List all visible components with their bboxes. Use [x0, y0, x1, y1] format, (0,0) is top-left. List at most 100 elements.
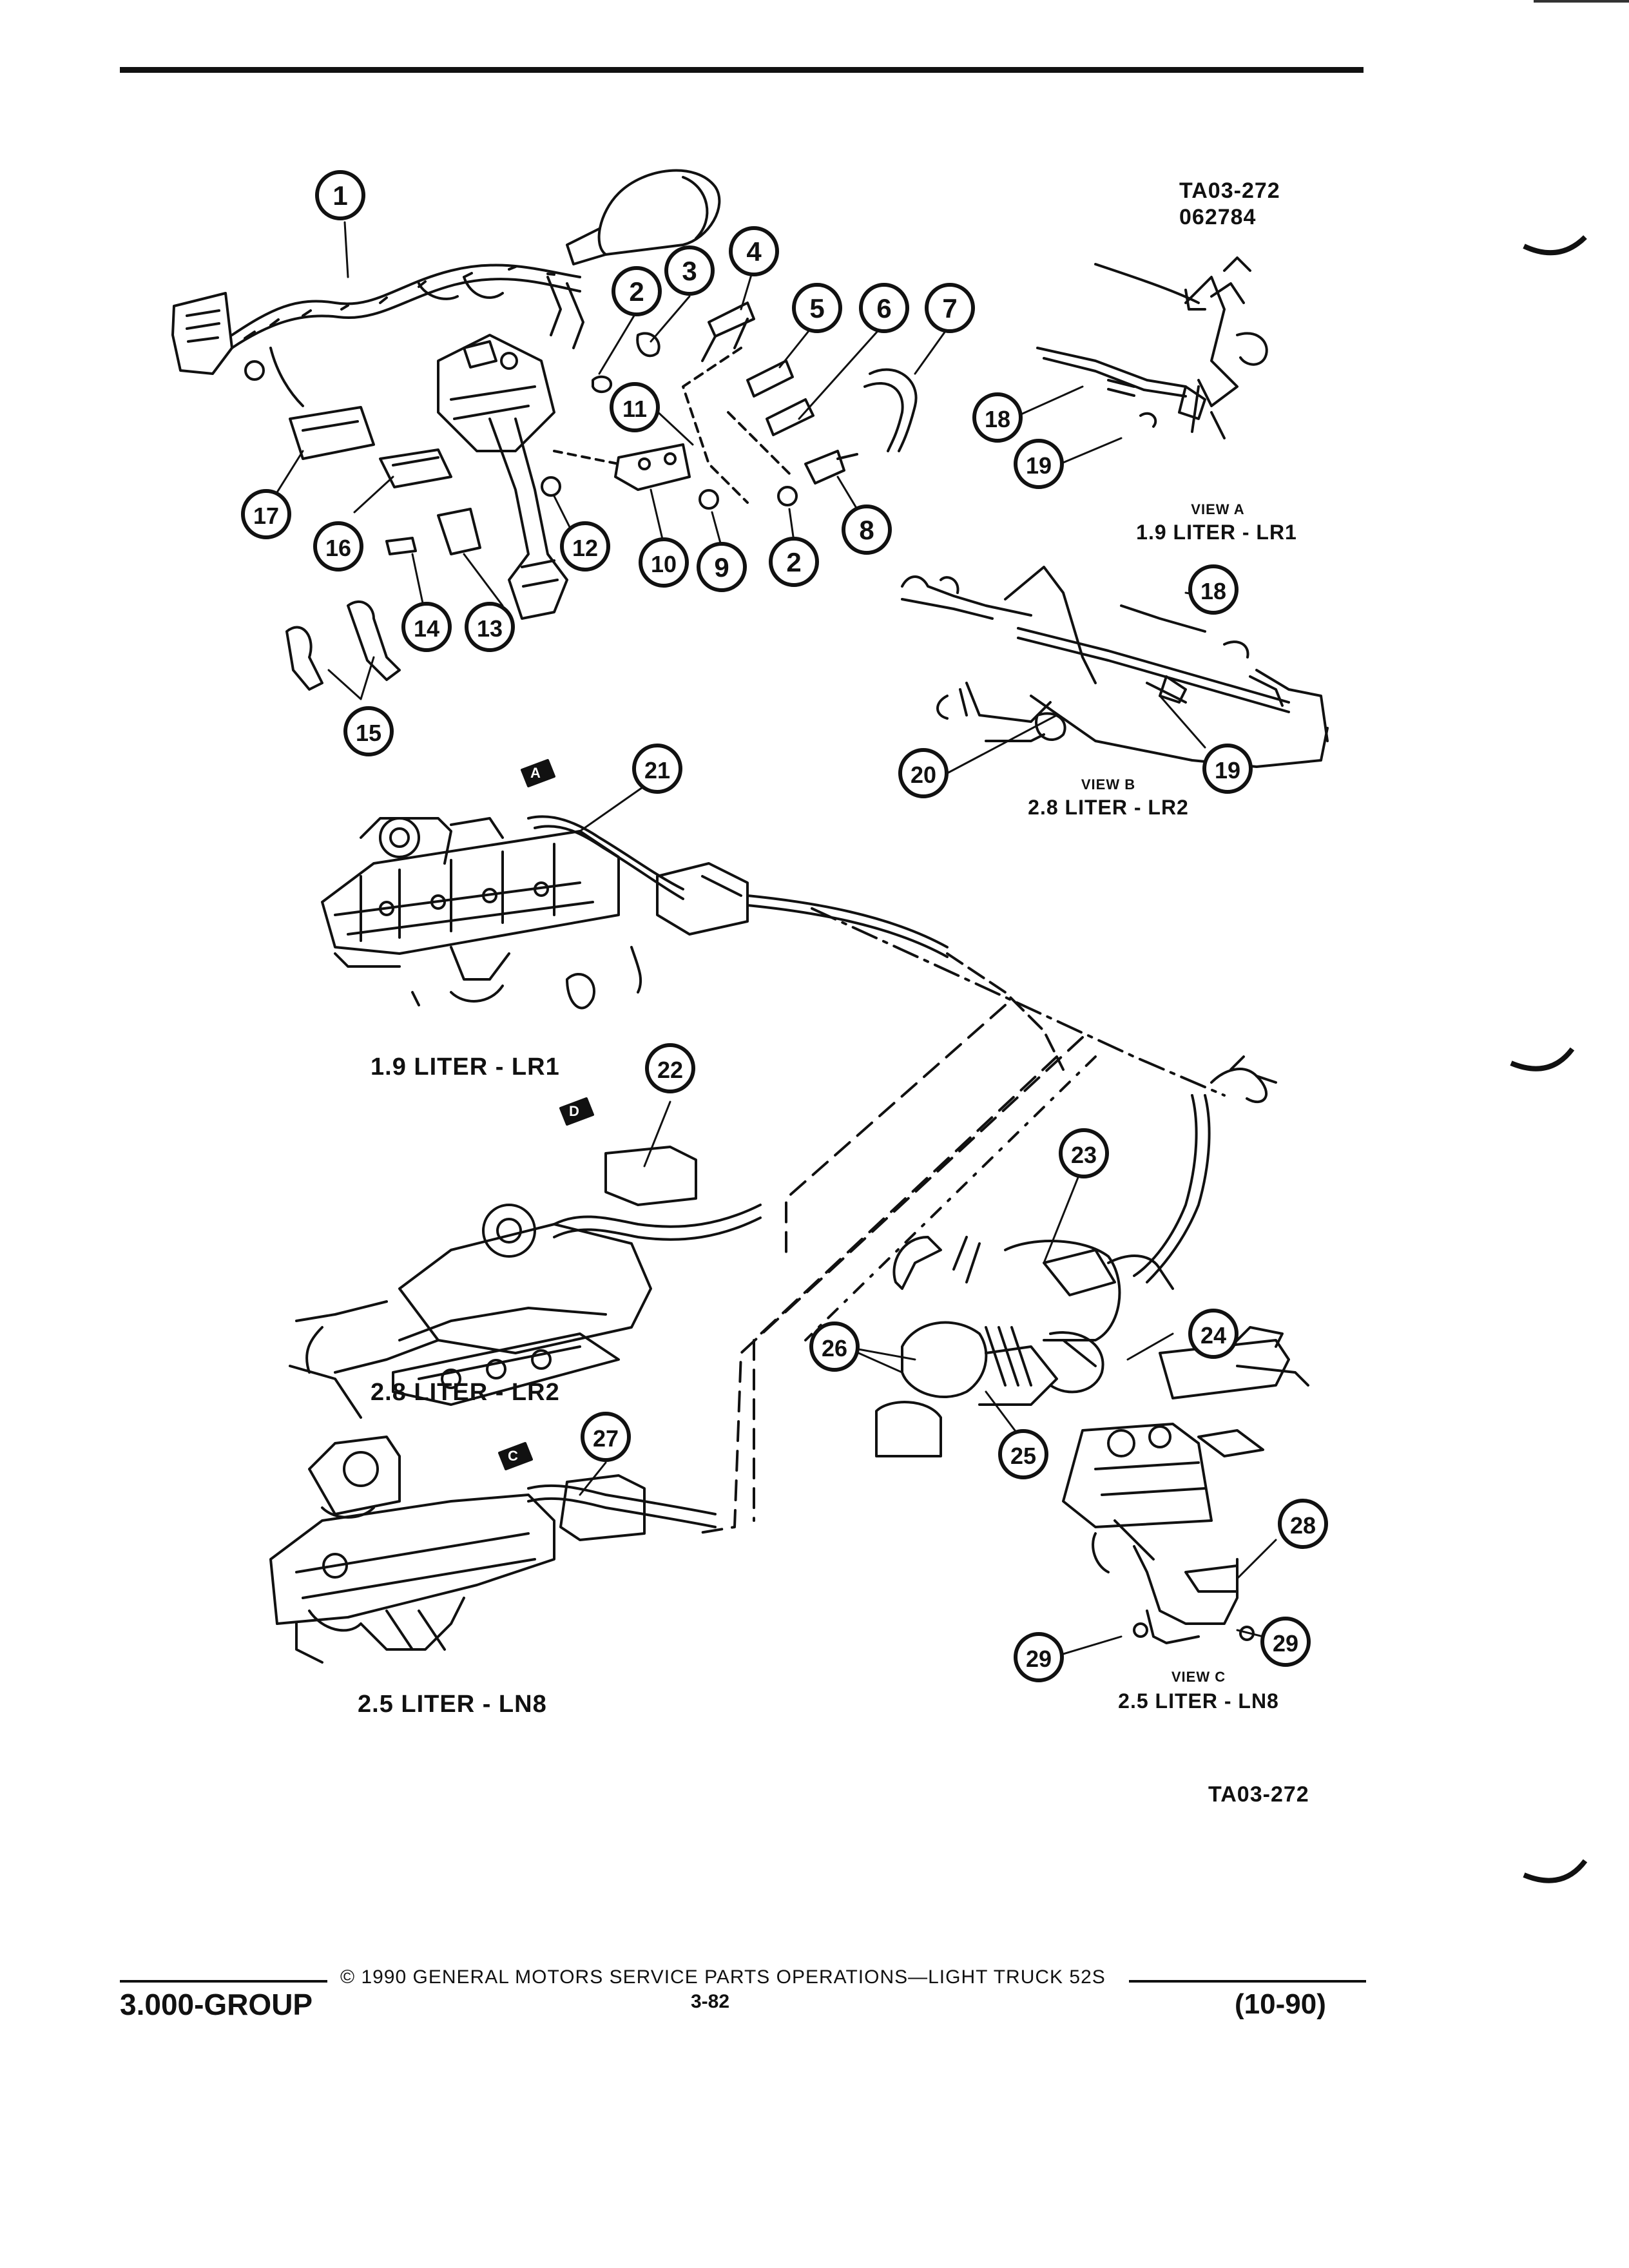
view-c-drawing — [1062, 1326, 1309, 1644]
svg-text:14: 14 — [414, 615, 439, 642]
callout-2: 2 — [612, 266, 662, 316]
view-arrow-c-shape — [498, 1442, 533, 1470]
callout-3: 3 — [664, 245, 715, 296]
svg-text:16: 16 — [325, 535, 351, 561]
svg-text:12: 12 — [572, 535, 598, 561]
callout-10: 10 — [639, 537, 689, 588]
callout-17: 17 — [241, 489, 291, 539]
binding-mark-2 — [1510, 1047, 1575, 1072]
callout-16: 16 — [313, 521, 363, 572]
view-a-drawing — [1036, 256, 1268, 439]
svg-text:18: 18 — [985, 406, 1010, 432]
view-c-title: VIEW C — [1171, 1669, 1226, 1685]
svg-text:1: 1 — [333, 180, 347, 211]
svg-text:2: 2 — [786, 547, 801, 577]
svg-text:10: 10 — [651, 551, 677, 577]
svg-text:18: 18 — [1200, 578, 1226, 604]
svg-text:5: 5 — [809, 293, 824, 323]
callout-25: 25 — [998, 1429, 1048, 1479]
svg-text:6: 6 — [876, 293, 891, 323]
svg-text:7: 7 — [942, 293, 957, 323]
callout-18: 18 — [1188, 564, 1239, 615]
svg-text:19: 19 — [1026, 452, 1052, 479]
view-b-drawing — [901, 566, 1329, 768]
figure-ref-date: 062784 — [1179, 205, 1257, 229]
svg-text:25: 25 — [1010, 1443, 1036, 1469]
callout-5: 5 — [792, 283, 842, 333]
callout-11: 11 — [610, 382, 660, 432]
callout-28: 28 — [1278, 1499, 1328, 1549]
callout-26: 26 — [809, 1321, 860, 1372]
callout-22: 22 — [645, 1043, 695, 1093]
svg-text:13: 13 — [477, 615, 503, 642]
view-arrow-a-shape — [521, 759, 555, 787]
cable-routing-drawing — [695, 894, 1277, 1535]
callout-leaders — [269, 221, 1277, 1657]
footer-page-number: 3-82 — [691, 1991, 730, 2012]
svg-text:28: 28 — [1290, 1512, 1316, 1539]
svg-text:29: 29 — [1273, 1630, 1298, 1657]
callout-12: 12 — [560, 521, 610, 572]
callout-27: 27 — [581, 1412, 631, 1462]
callout-15: 15 — [343, 706, 394, 756]
lower-pedal-assembly-drawing — [875, 1236, 1174, 1457]
footer-rule-left — [120, 1980, 327, 1983]
svg-text:20: 20 — [911, 762, 936, 788]
engine-lr1-label: 1.9 LITER - LR1 — [371, 1053, 560, 1081]
svg-text:15: 15 — [356, 720, 381, 746]
callout-1: 1 — [315, 170, 365, 220]
callout-19: 19 — [1014, 439, 1064, 489]
footer-date: (10-90) — [1235, 1988, 1326, 2020]
view-b-title: VIEW B — [1081, 776, 1136, 793]
view-arrow-d: D — [569, 1103, 580, 1119]
svg-text:27: 27 — [593, 1425, 619, 1452]
figure-ref-top: TA03-272 — [1179, 178, 1280, 203]
view-arrow-c: C — [508, 1448, 519, 1464]
callout-20: 20 — [898, 748, 949, 798]
binding-mark-1 — [1523, 235, 1587, 256]
svg-text:9: 9 — [714, 552, 729, 582]
callout-2: 2 — [769, 537, 819, 587]
svg-text:29: 29 — [1026, 1646, 1052, 1672]
svg-text:4: 4 — [746, 236, 762, 267]
binding-mark-3 — [1523, 1859, 1588, 1883]
svg-text:3: 3 — [682, 256, 697, 286]
callout-29: 29 — [1014, 1632, 1064, 1682]
callout-24: 24 — [1188, 1309, 1239, 1359]
engine-lr1-drawing — [321, 815, 749, 1010]
view-b-engine: 2.8 LITER - LR2 — [1028, 796, 1189, 819]
footer-copyright: © 1990 GENERAL MOTORS SERVICE PARTS OPER… — [340, 1966, 1106, 1988]
callout-4: 4 — [729, 226, 779, 276]
callout-18: 18 — [972, 392, 1023, 443]
svg-text:23: 23 — [1071, 1142, 1097, 1168]
view-arrow-a: A — [530, 765, 541, 781]
svg-text:26: 26 — [822, 1335, 847, 1361]
figure-ref-bottom: TA03-272 — [1208, 1782, 1309, 1807]
svg-text:17: 17 — [253, 503, 279, 529]
callout-21: 21 — [632, 744, 682, 794]
scan-corner-rule — [1534, 0, 1629, 3]
footer-group: 3.000-GROUP — [120, 1988, 313, 2021]
svg-text:11: 11 — [622, 396, 647, 422]
svg-text:2: 2 — [629, 276, 644, 307]
svg-text:21: 21 — [644, 757, 670, 783]
engine-ln8-drawing — [269, 1436, 717, 1664]
view-arrow-d-shape — [559, 1097, 594, 1126]
svg-text:19: 19 — [1215, 757, 1240, 783]
callout-9: 9 — [697, 542, 747, 592]
header-rule — [120, 67, 1364, 73]
callout-8: 8 — [842, 505, 892, 555]
engine-ln8-label: 2.5 LITER - LN8 — [358, 1691, 547, 1718]
svg-text:22: 22 — [657, 1057, 683, 1083]
wiring-harness-drawing — [171, 169, 918, 691]
callout-13: 13 — [465, 602, 515, 652]
svg-text:8: 8 — [859, 515, 874, 545]
view-a-engine: 1.9 LITER - LR1 — [1136, 521, 1297, 544]
callout-29: 29 — [1260, 1617, 1311, 1667]
view-c-engine: 2.5 LITER - LN8 — [1118, 1689, 1279, 1713]
callout-19: 19 — [1202, 744, 1253, 794]
footer-rule-right — [1129, 1980, 1366, 1983]
svg-text:24: 24 — [1200, 1322, 1226, 1349]
